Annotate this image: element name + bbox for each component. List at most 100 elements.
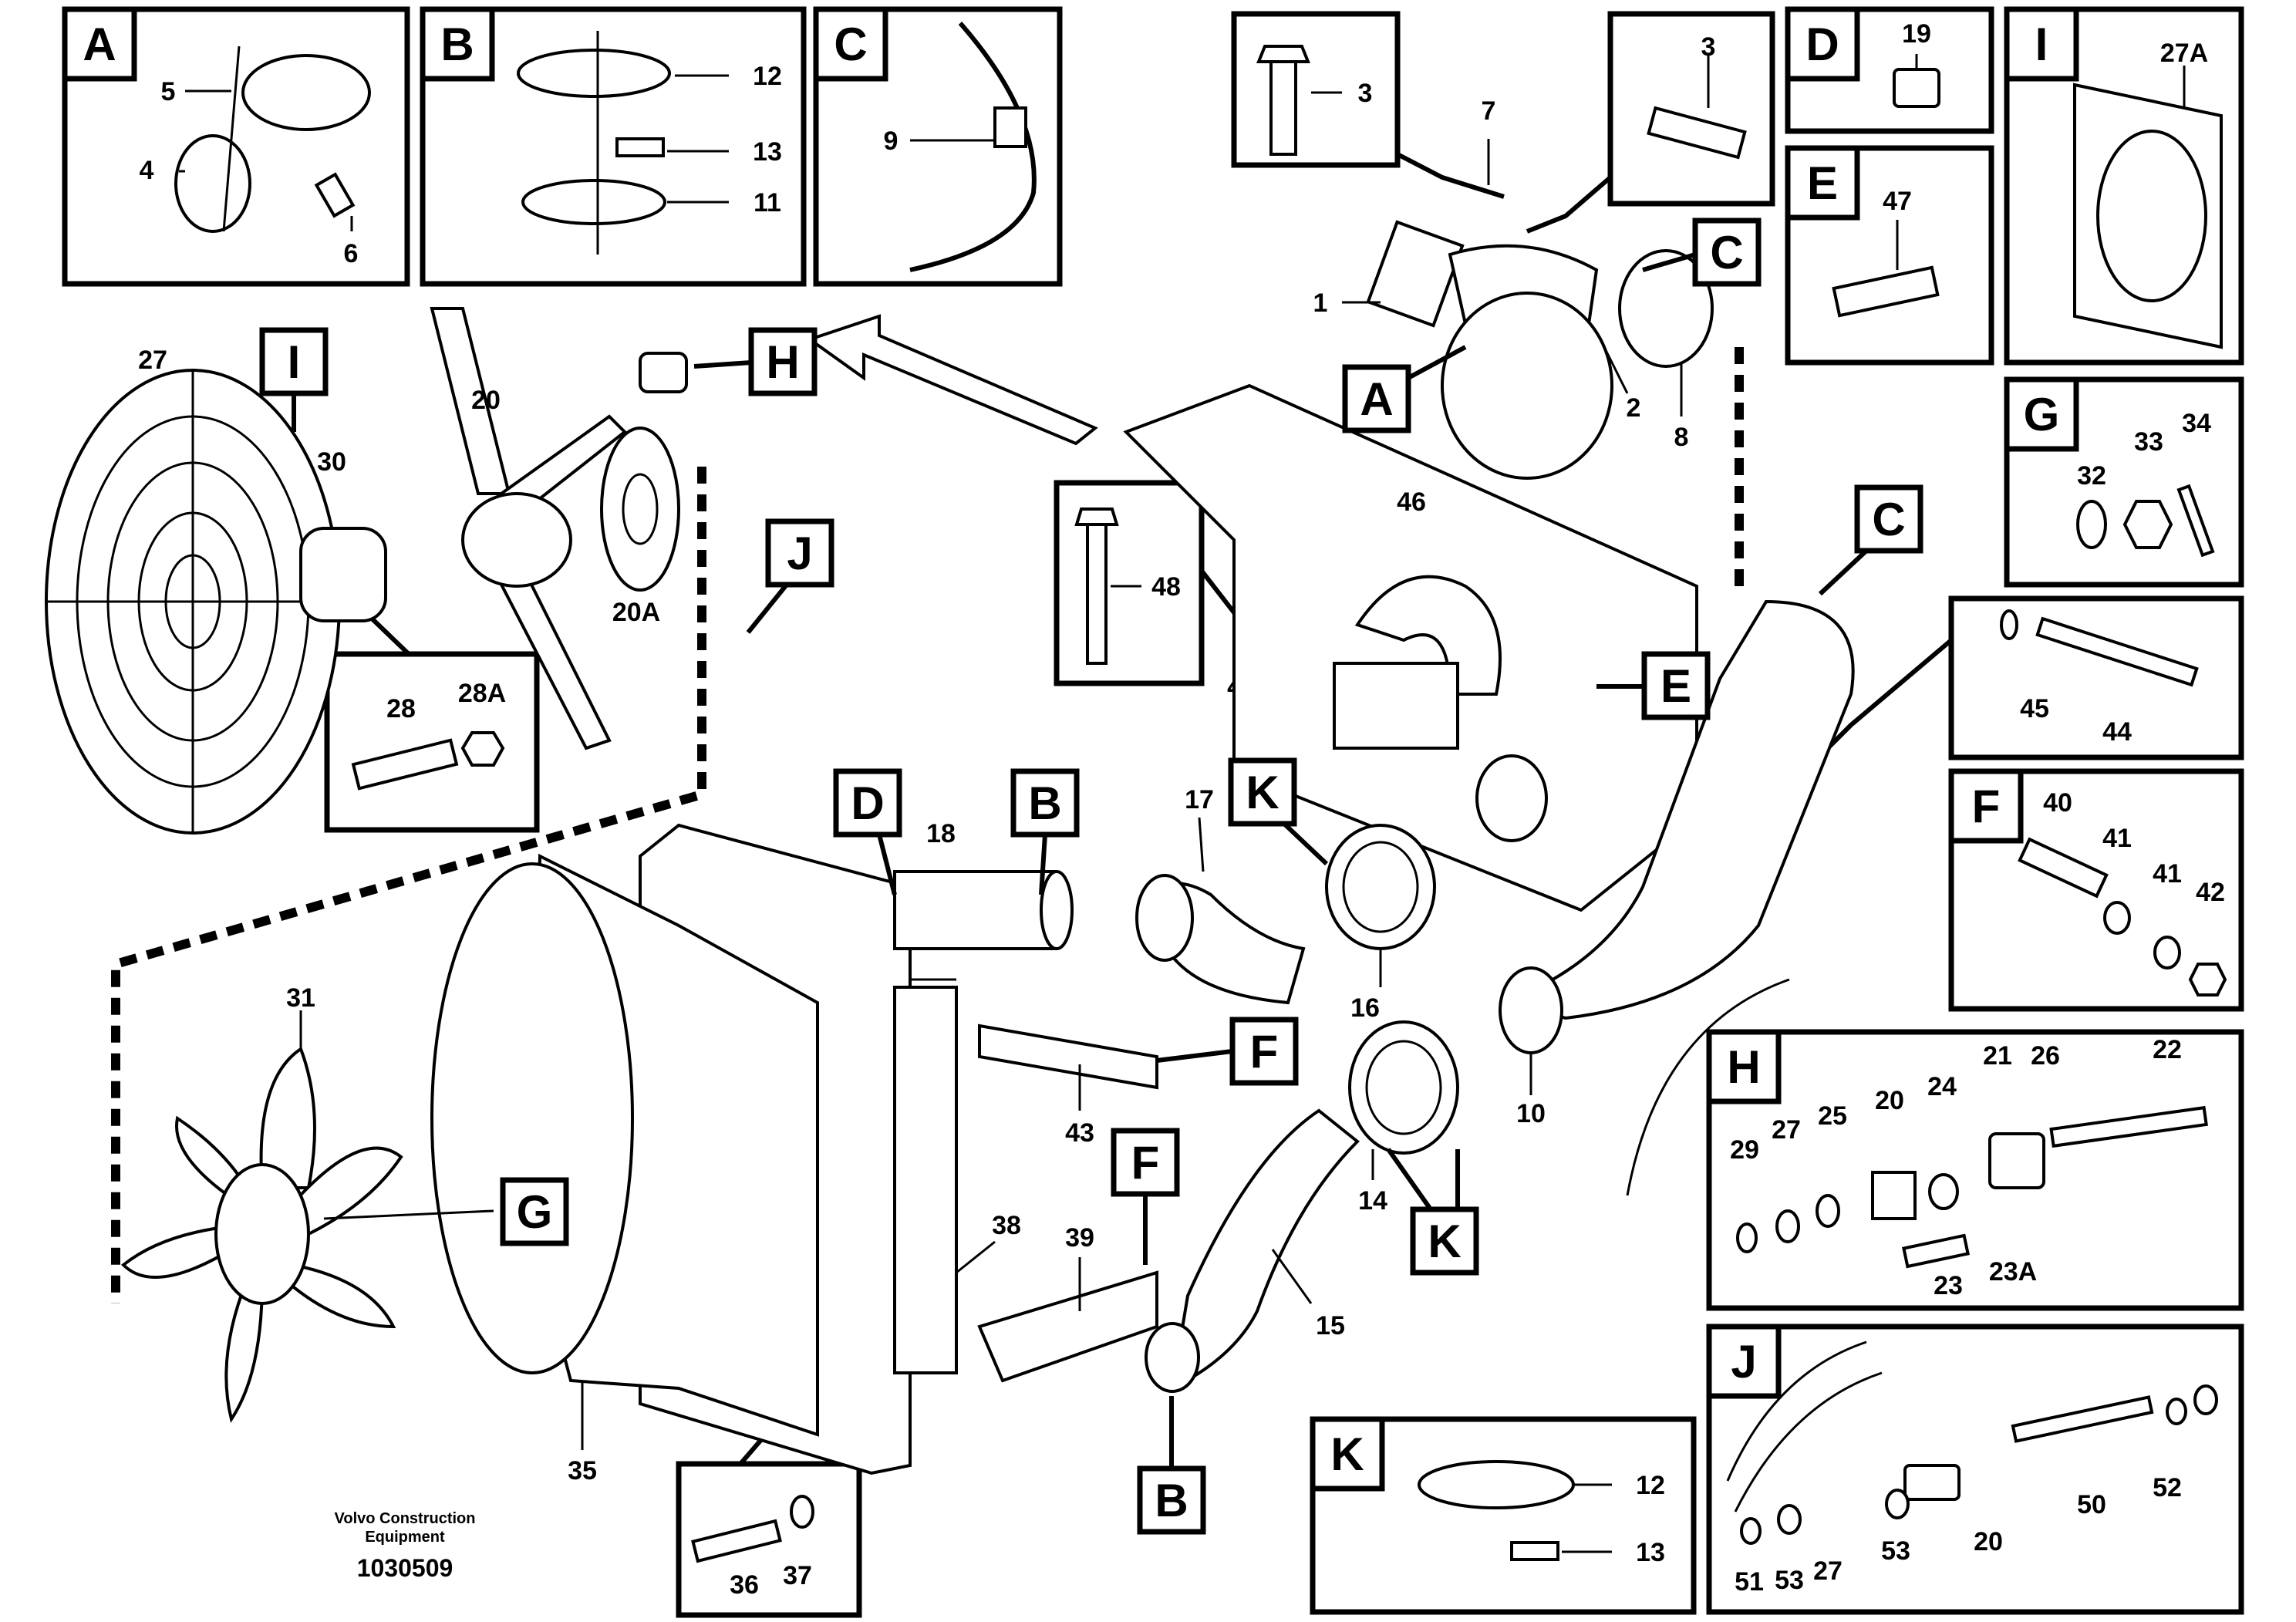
callout-i-label: I [288,336,301,388]
nut [460,731,505,767]
bolt-box-3-right: 3 [1526,11,1775,234]
callout-k-top[interactable] [1228,757,1297,827]
footer: Volvo Construction Equipment 1030509 [335,1510,476,1582]
detail-box-d: D 19 [1785,6,1994,134]
callout-k-top-label: K [1246,767,1279,818]
label-52: 52 [2153,1473,2182,1502]
washer [790,1495,814,1529]
engine-flywheel [1626,978,1790,1196]
bolt [691,1519,782,1563]
bolt-box-36: 36 37 [676,1379,862,1618]
label-18: 18 [926,819,956,848]
label-27: 27 [1772,1115,1801,1145]
washer [2153,936,2181,969]
callouts: I H J A C C E D B K [259,218,1923,1535]
label-38: 38 [992,1211,1021,1240]
detail-letter: E [1807,157,1838,209]
callout-c-top[interactable] [1692,218,1762,287]
spacer [1903,1464,1961,1501]
detail-box-c: C 9 [813,6,1063,287]
nut [2122,500,2173,549]
detail-letter: J [1731,1336,1756,1388]
label-27: 27 [1813,1556,1843,1586]
spacer [1871,1171,1917,1220]
label-8: 8 [1674,423,1689,452]
label-48: 48 [1151,572,1181,602]
bolt-box-28: 28 28A [324,598,540,833]
label-5: 5 [161,77,176,106]
label-40: 40 [2043,788,2072,818]
label-10: 10 [1516,1099,1546,1128]
label-13: 13 [753,137,782,167]
detail-letter: D [1805,19,1839,70]
detail-letter: F [1972,781,2001,832]
callout-f-low[interactable] [1111,1128,1180,1197]
bolt [351,738,459,791]
detail-letter: B [440,19,474,70]
label-53: 53 [1775,1566,1804,1595]
detail-letter: G [2024,389,2060,440]
label-39: 39 [1065,1223,1094,1253]
bolt-box-48: 48 49 [1054,480,1343,702]
label-3: 3 [1701,32,1716,62]
callout-g[interactable] [500,1177,569,1246]
label-47: 47 [1883,187,1912,216]
nut [1740,1517,1762,1545]
label-17: 17 [1185,785,1214,814]
nut [2188,963,2227,996]
brand-line-2: Equipment [365,1529,445,1546]
detail-box-h: H 22 21 26 24 20 25 27 29 23 23A [1706,1029,2244,1311]
label-35: 35 [568,1456,597,1485]
label-50: 50 [2077,1490,2106,1519]
washer [1775,1209,1800,1243]
label-3: 3 [1358,79,1373,108]
washer [1928,1173,1959,1210]
callout-k-low-label: K [1428,1216,1461,1267]
bolt-head [1074,508,1119,526]
label-41: 41 [2102,824,2132,853]
label-45: 45 [2020,694,2049,723]
detail-box-k: K 12 13 [1310,1416,1697,1615]
label-11: 11 [754,188,781,218]
detail-box-g: G 34 33 32 [2004,376,2244,588]
hose-end [1475,754,1548,842]
label-9: 9 [884,126,899,156]
mounting-plate [600,427,680,592]
label-13: 13 [1636,1538,1665,1567]
bracket-43 [978,1023,1158,1090]
hose-end [1499,966,1563,1054]
document-number: 1030509 [357,1554,453,1582]
bolt-box-3-left: 3 7 [1231,11,1505,199]
fan-guard [45,369,341,835]
callout-c-right[interactable] [1854,484,1923,554]
callout-f-low-label: F [1131,1137,1160,1189]
callout-b-top-label: B [1028,777,1061,829]
label-23a: 23A [1989,1257,2037,1286]
label-25: 25 [1818,1101,1847,1131]
pipe-46 [1354,575,1502,696]
callout-h[interactable] [748,327,818,396]
direction-arrow-icon [806,314,1098,446]
bolt [2018,837,2109,899]
label-31: 31 [286,983,315,1013]
long-bolt [2049,1105,2208,1148]
detail-box-j: J 20 50 52 51 53 27 53 [1706,1324,2244,1615]
detail-box-i: I 27A [2004,6,2244,366]
label-4: 4 [140,156,154,185]
bolt [1902,1233,1970,1269]
callout-f-mid-label: F [1250,1026,1279,1077]
bearing-cap [639,352,688,393]
callout-d[interactable] [833,768,902,838]
label-22: 22 [2153,1035,2182,1064]
bolt-box-44: 45 44 [1764,595,2244,812]
detail-box-e: E 47 [1785,145,1994,366]
callout-b-low[interactable] [1137,1465,1206,1535]
label-12: 12 [1636,1471,1665,1500]
bracket-39 [977,1270,1158,1383]
callout-j[interactable] [765,518,834,588]
label-29: 29 [1730,1135,1759,1165]
detail-box-f: F 40 41 41 42 [1948,768,2244,1012]
callout-a[interactable] [1342,364,1411,433]
callout-k-low[interactable] [1410,1206,1479,1276]
